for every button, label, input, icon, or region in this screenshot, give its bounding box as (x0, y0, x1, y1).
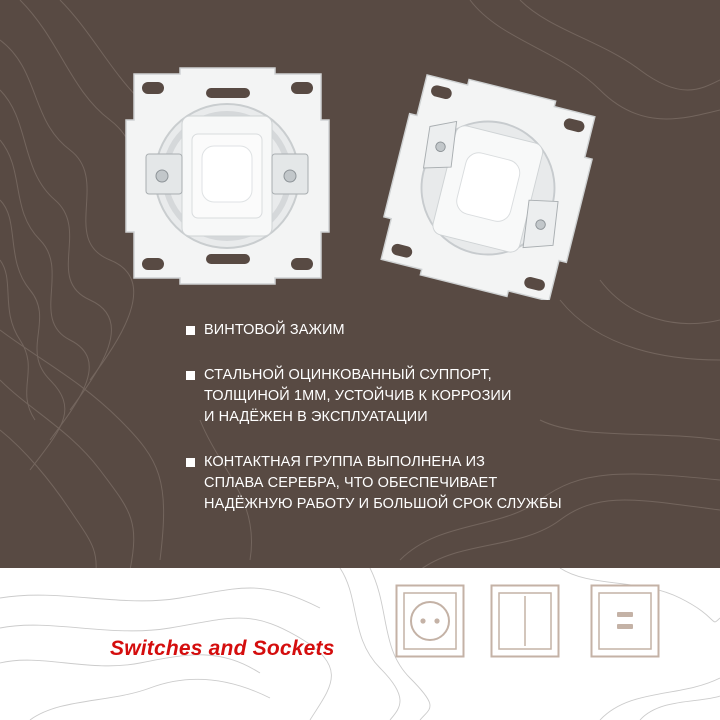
feature-line: надёжную работу и большой срок службы (204, 496, 562, 512)
brand-title: Switches and Sockets (110, 637, 335, 660)
feature-screw-clamp: Винтовой зажим (186, 320, 586, 341)
bullet-square-icon (186, 371, 195, 380)
feature-line: сплава серебра, что обеспечивает (204, 475, 498, 491)
bottom-contours (0, 568, 720, 720)
feature-list: Винтовой зажим Стальной оцинкованный суп… (186, 320, 586, 515)
double-switch-icon (490, 584, 560, 658)
product-image-front (125, 67, 330, 285)
feature-line: Винтовой зажим (204, 322, 345, 338)
feature-silver-contacts: Контактная группа выполнена из сплава се… (186, 452, 586, 515)
bullet-square-icon (186, 326, 195, 335)
product-image-angled (380, 74, 596, 300)
feature-line: и надёжен в эксплуатации (204, 409, 428, 425)
feature-line: Стальной оцинкованный суппорт, (204, 367, 492, 383)
feature-line: Контактная группа выполнена из (204, 454, 486, 470)
socket-icon (395, 584, 465, 658)
feature-line: толщиной 1мм, устойчив к коррозии (204, 388, 512, 404)
feature-steel-support: Стальной оцинкованный суппорт, толщиной … (186, 365, 586, 428)
usb-socket-icon (590, 584, 660, 658)
bullet-square-icon (186, 458, 195, 467)
